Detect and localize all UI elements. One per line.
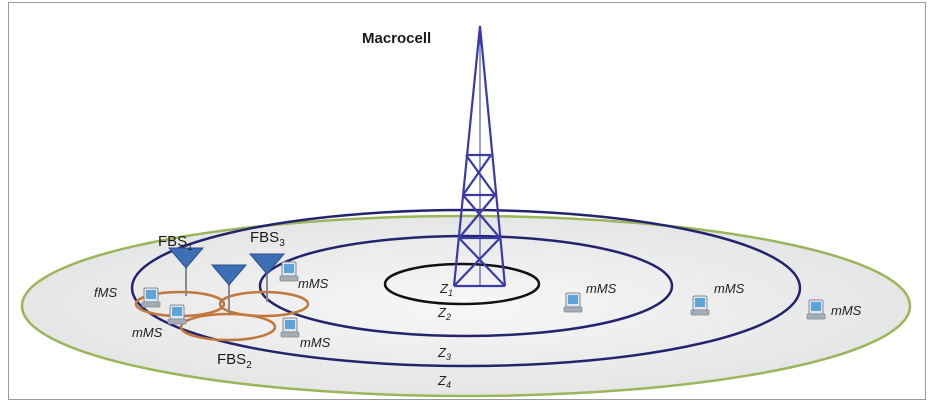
zone-z4-label: Z4	[437, 373, 451, 390]
zone-z1-label: Z1	[439, 281, 453, 298]
zone-z3-ring	[130, 208, 802, 368]
fbs3-label: FBS3	[250, 229, 285, 249]
fbs2-coverage-ring	[179, 312, 277, 342]
mms-mobile-station-icon	[690, 295, 710, 316]
mms-label: mMS	[714, 281, 745, 296]
fbs2-label: FBS2	[217, 351, 252, 371]
zone-z2-label: Z2	[437, 305, 451, 322]
mms-mobile-station-icon	[279, 261, 299, 282]
macrocell-label: Macrocell	[362, 30, 431, 47]
mms-label: mMS	[132, 325, 163, 340]
mms-label: mMS	[586, 281, 617, 296]
mms-mobile-station-icon	[280, 317, 300, 338]
mms-mobile-station-icon	[563, 292, 583, 313]
zone-z3-label: Z3	[437, 345, 451, 362]
fbs3-coverage-ring	[218, 290, 310, 318]
zone-z2-ring	[258, 234, 674, 338]
mms-label: mMS	[298, 276, 329, 291]
fms-mobile-station-icon	[141, 287, 161, 308]
fms-label: fMS	[94, 285, 117, 300]
macrocell-tower-icon	[452, 25, 507, 288]
mms-label: mMS	[831, 303, 862, 318]
zone-z1-ring	[383, 262, 541, 306]
mms-mobile-station-icon	[167, 304, 187, 325]
mms-label: mMS	[300, 335, 331, 350]
mms-mobile-station-icon	[806, 299, 826, 320]
zone-z4-ring	[20, 214, 912, 398]
fbs1-label: FBS1	[158, 233, 193, 253]
